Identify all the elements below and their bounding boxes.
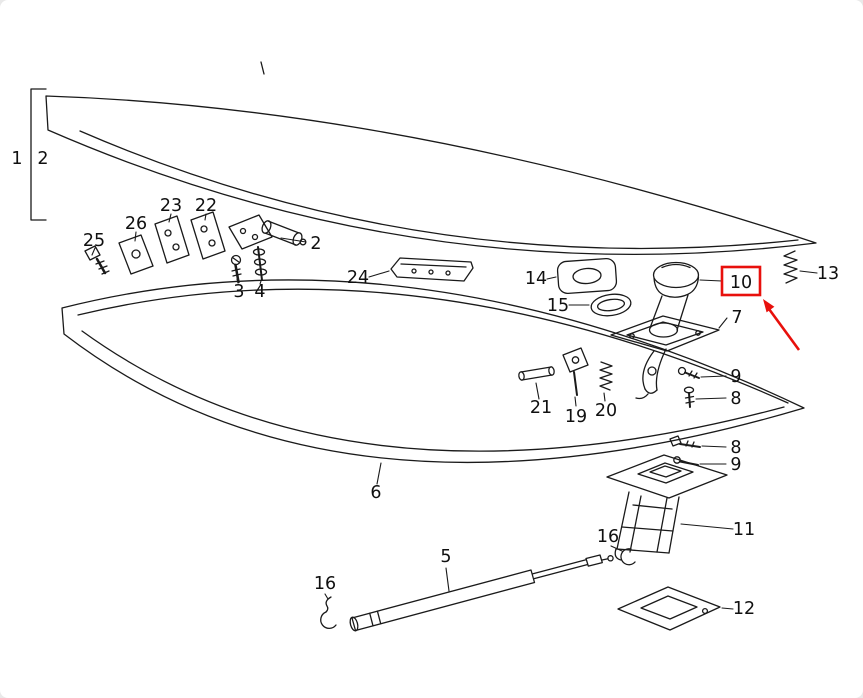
part-label-26: 26 bbox=[125, 214, 147, 234]
part-label-14: 14 bbox=[525, 269, 547, 289]
part-label-4: 4 bbox=[254, 282, 265, 302]
screw-8-lower bbox=[669, 435, 701, 448]
part-label-8-upper: 8 bbox=[730, 389, 741, 409]
bolt-9-upper bbox=[677, 366, 700, 379]
screw-8-upper bbox=[683, 386, 695, 408]
bolt-9-lower bbox=[673, 456, 699, 466]
pin-21 bbox=[518, 366, 555, 381]
part-label-9-upper: 9 bbox=[730, 367, 741, 387]
bracket-24 bbox=[390, 257, 474, 282]
part-label-19: 19 bbox=[565, 407, 587, 427]
part-label-12: 12 bbox=[733, 599, 755, 619]
part-label-21: 21 bbox=[530, 398, 552, 418]
part-label-20: 20 bbox=[595, 401, 617, 421]
spring-20 bbox=[599, 361, 613, 391]
alignment-mark bbox=[260, 61, 265, 75]
leader-lines bbox=[91, 213, 818, 610]
part-label-6: 6 bbox=[370, 483, 381, 503]
part-label-22: 22 bbox=[195, 196, 217, 216]
plate-14 bbox=[556, 257, 618, 295]
part-label-2-hinge: 2 bbox=[310, 234, 321, 254]
highlight-box bbox=[720, 265, 762, 297]
part-label-16-latch: 16 bbox=[597, 527, 619, 547]
part-label-5: 5 bbox=[440, 547, 451, 567]
gas-strut-5 bbox=[349, 554, 614, 632]
gasket-15 bbox=[590, 293, 632, 317]
group-bracket-1-2 bbox=[30, 88, 47, 221]
part-label-3: 3 bbox=[233, 282, 244, 302]
cap-10 bbox=[652, 261, 700, 298]
part-label-10: 10 bbox=[730, 273, 752, 293]
highlight-part-10 bbox=[720, 265, 801, 351]
part-label-13: 13 bbox=[817, 264, 839, 284]
deck-lid bbox=[45, 95, 817, 256]
latch-11 bbox=[606, 454, 728, 561]
part-label-23: 23 bbox=[160, 196, 182, 216]
lever-19 bbox=[562, 347, 589, 396]
hinge-2 bbox=[228, 214, 307, 250]
shim-23 bbox=[154, 215, 190, 264]
shim-22 bbox=[190, 211, 226, 260]
part-label-8-lower: 8 bbox=[730, 438, 741, 458]
part-label-1: 1 bbox=[11, 149, 22, 169]
screw-3 bbox=[230, 254, 242, 284]
part-label-25: 25 bbox=[83, 231, 105, 251]
hook-16-strut bbox=[320, 596, 337, 629]
seal-ring-6 bbox=[61, 279, 805, 463]
part-label-16-strut: 16 bbox=[314, 574, 336, 594]
part-label-24: 24 bbox=[347, 268, 369, 288]
bolt-25 bbox=[84, 245, 110, 275]
clip-16-latch bbox=[620, 548, 636, 566]
part-label-11: 11 bbox=[733, 520, 755, 540]
part-label-7: 7 bbox=[731, 308, 742, 328]
part-label-15: 15 bbox=[547, 296, 569, 316]
highlight-arrow-shaft bbox=[767, 308, 801, 351]
part-label-2-lid: 2 bbox=[37, 149, 48, 169]
plate-26 bbox=[118, 234, 154, 275]
spring-13 bbox=[783, 250, 798, 284]
stud-4 bbox=[252, 246, 268, 281]
part-label-9-lower: 9 bbox=[730, 455, 741, 475]
highlight-arrow-head bbox=[763, 299, 775, 313]
lock-assembly-7 bbox=[610, 294, 720, 400]
striker-plate-12 bbox=[617, 586, 721, 631]
